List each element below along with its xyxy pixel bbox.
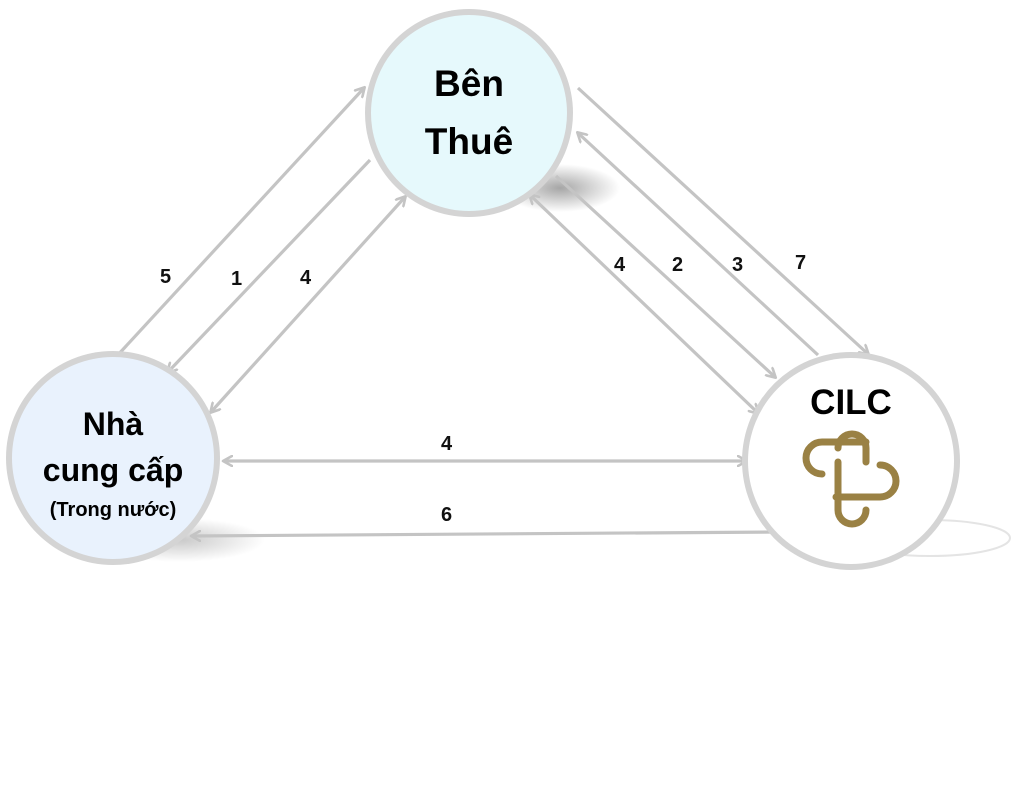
lessee-node[interactable]: Bên Thuê — [365, 9, 573, 217]
supplier-label-line1: Nhà — [83, 406, 144, 442]
edge-3-arrow — [578, 133, 820, 357]
edge-label-3: 3 — [732, 254, 743, 276]
supplier-label-line2: cung cấp — [43, 452, 183, 488]
supplier-label-line3: (Trong nước) — [50, 499, 176, 521]
cilc-knot-logo-icon — [802, 430, 900, 528]
edge-label-7: 7 — [795, 252, 806, 274]
edge-7-arrow — [576, 86, 868, 354]
supplier-node[interactable]: Nhà cung cấp (Trong nước) — [6, 351, 220, 565]
edge-label-2: 2 — [672, 254, 683, 276]
edge-label-4-right: 4 — [614, 254, 626, 276]
edge-label-5: 5 — [160, 266, 171, 288]
edge-label-6: 6 — [441, 504, 452, 526]
edge-2-arrow — [554, 174, 775, 377]
cilc-node[interactable]: CILC — [742, 352, 960, 570]
edge-label-1: 1 — [231, 268, 242, 290]
edges-layer — [114, 86, 868, 536]
edge-4-left-arrow — [211, 197, 405, 412]
cilc-title: CILC — [810, 383, 892, 422]
edge-label-4-left: 4 — [300, 267, 312, 289]
lessee-label-line2: Thuê — [425, 121, 513, 162]
edge-5-arrow — [114, 88, 364, 359]
edge-6-arrow — [192, 532, 777, 536]
edge-label-4-bottom: 4 — [441, 433, 453, 455]
edge-4-right-arrow — [530, 195, 758, 413]
lessee-label-line1: Bên — [434, 63, 504, 104]
